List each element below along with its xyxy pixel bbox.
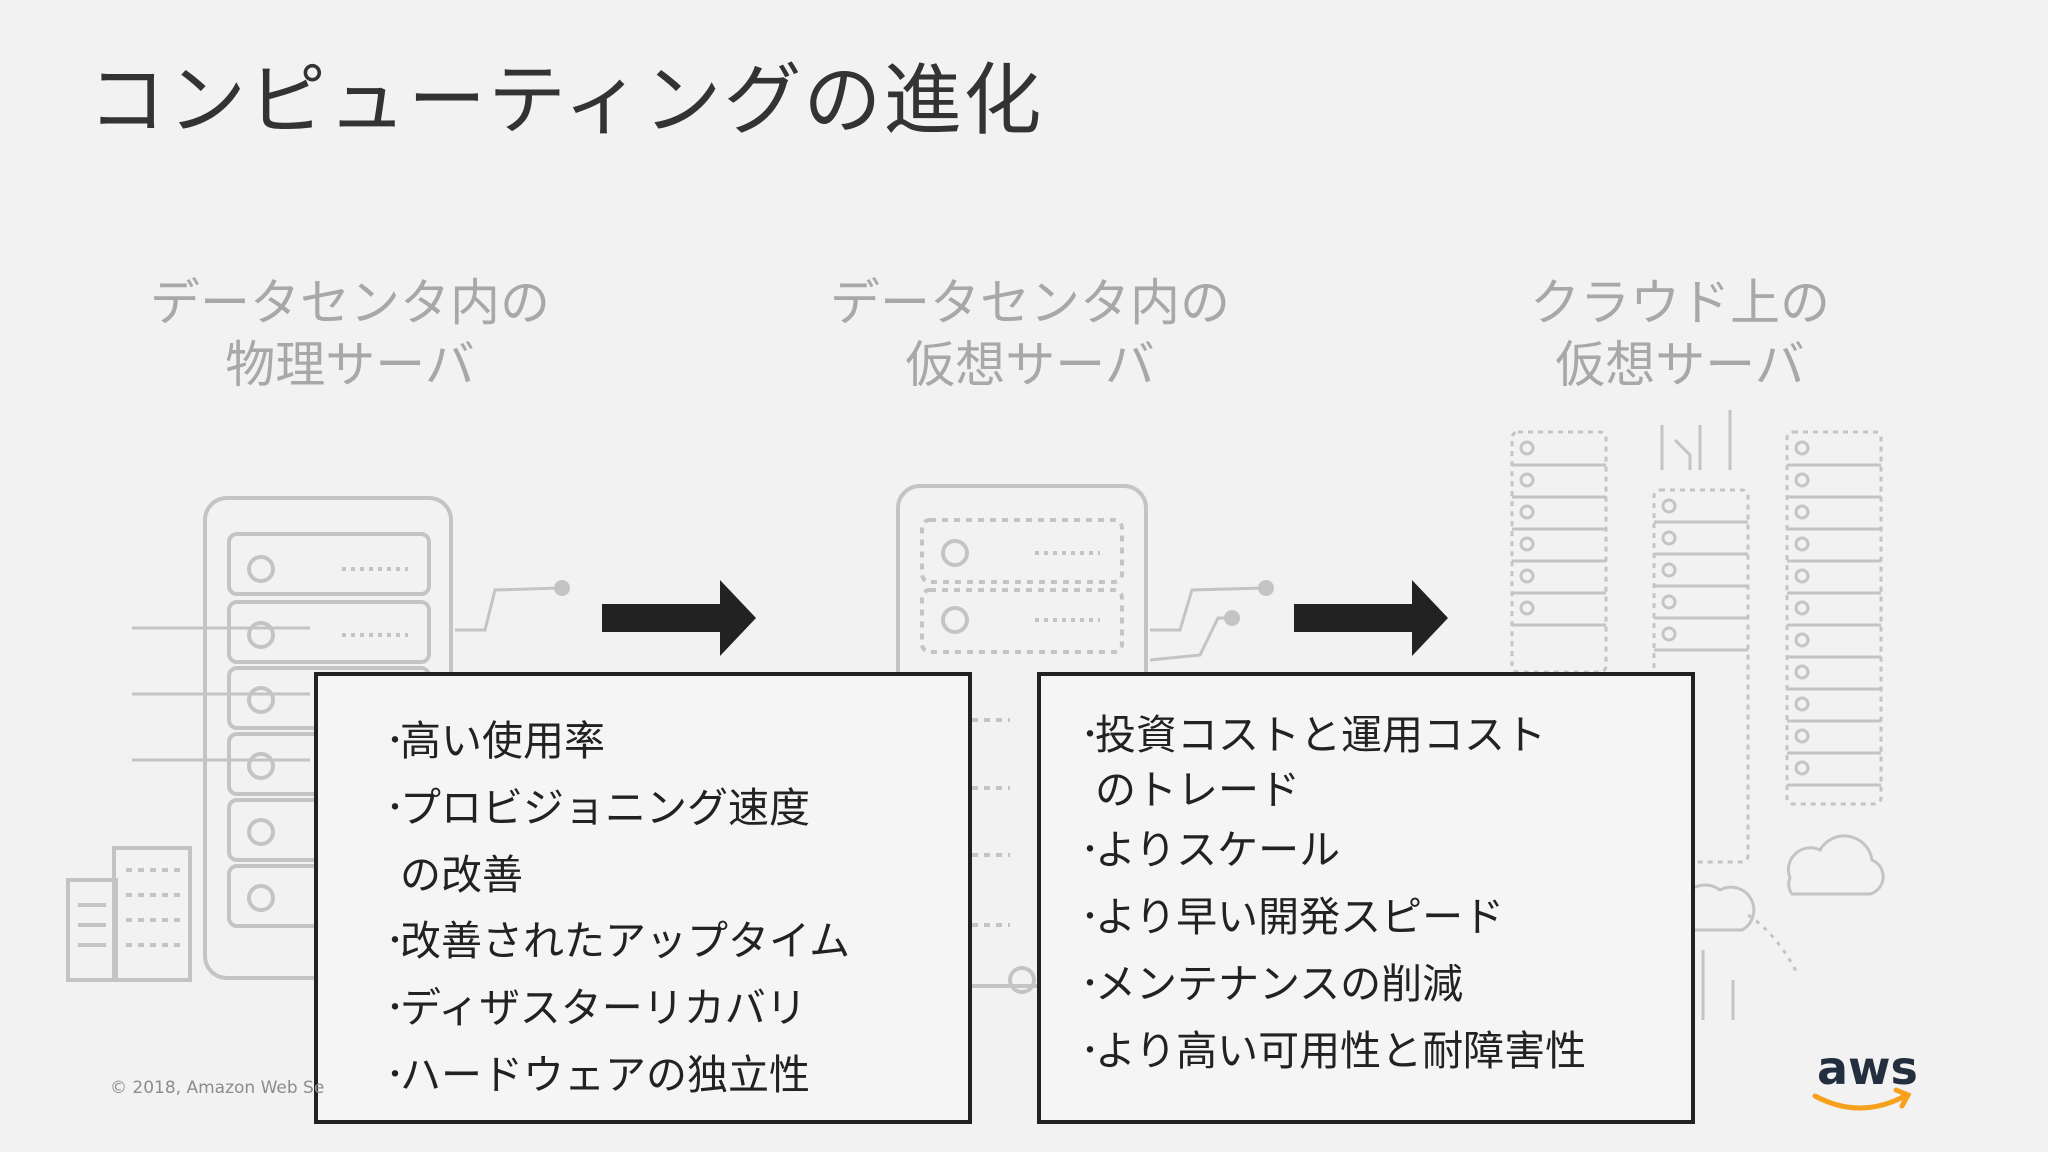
column-label-physical: データセンタ内の 物理サーバ [150,274,550,394]
list-item: ・ハードウェアの独立性 [380,1051,810,1099]
copyright-text: © 2018, Amazon Web Se [110,1078,325,1098]
aws-logo: aws [1812,1041,1918,1111]
arrow-right-icon [1294,580,1448,656]
list-item: ・メンテナンスの削減 [1075,960,1464,1008]
list-item-continuation: のトレード [1095,766,1300,814]
list-item: ・よりスケール [1075,826,1341,874]
building-icon [66,846,192,982]
svg-text:aws: aws [1817,1041,1918,1095]
list-item: ・高い使用率 [380,717,605,765]
column-label-cloud: クラウド上の 仮想サーバ [1530,274,1830,394]
benefits-box-cloud: ・投資コストと運用コスト のトレード ・よりスケール ・より早い開発スピード ・… [1037,672,1695,1124]
list-item: ・より高い可用性と耐障害性 [1075,1027,1587,1075]
slide-title: コンピューティングの進化 [88,56,1044,146]
column-label-virtual-dc: データセンタ内の 仮想サーバ [830,274,1230,394]
list-item: ・改善されたアップタイム [380,917,851,965]
list-item: ・より早い開発スピード [1075,893,1505,941]
list-item: ・投資コストと運用コスト [1075,711,1546,759]
cloud-server-racks-icon [1510,410,1885,1020]
list-item: ・ディザスターリカバリ [380,984,807,1032]
benefits-box-virtual: ・高い使用率 ・プロビジョニング速度 の改善 ・改善されたアップタイム ・ディザ… [314,672,972,1124]
list-item: ・プロビジョニング速度 [380,784,810,832]
arrow-right-icon [602,580,756,656]
list-item-continuation: の改善 [400,851,523,899]
